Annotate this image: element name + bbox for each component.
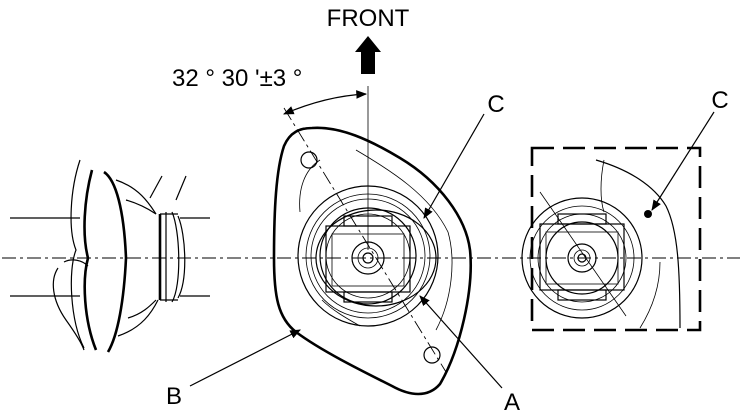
axle-boot-assembly: [10, 159, 210, 353]
leader-a: [419, 295, 503, 389]
callout-b: B: [166, 383, 182, 410]
leader-b: [189, 329, 301, 387]
front-arrow: [355, 36, 381, 74]
callout-c-right: C: [711, 87, 728, 114]
callout-a: A: [504, 389, 520, 416]
angle-label: 32 ° 30 '±3 °: [172, 65, 302, 92]
detail-view: [521, 146, 702, 332]
bolt-hole-upper: [300, 151, 318, 169]
bolt-hole-lower: [423, 346, 441, 364]
alignment-mark-dot: [644, 210, 652, 218]
front-label: FRONT: [327, 5, 410, 32]
strut-mount-assembly: [272, 86, 472, 396]
leader-c-left: [423, 113, 485, 219]
detail-dashed-frame: [530, 146, 702, 332]
callout-c-left: C: [487, 91, 504, 118]
leader-c-right: [651, 111, 715, 211]
mount-flange-outline: [272, 126, 472, 396]
